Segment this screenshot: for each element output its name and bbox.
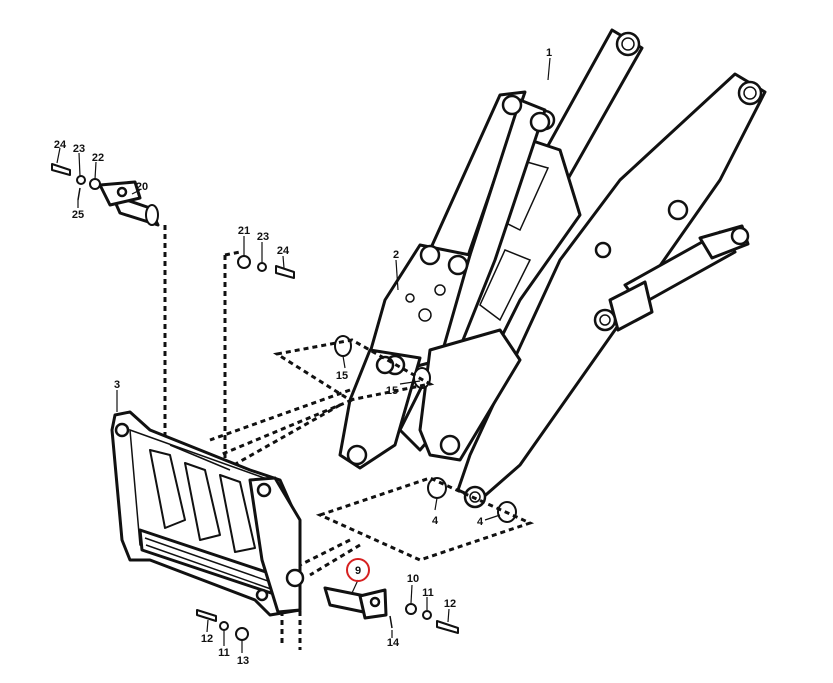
lower-link	[338, 328, 522, 509]
callout-24-top: 24	[54, 139, 67, 151]
callout-15-lower: 15	[386, 385, 398, 397]
tilt-linkage	[366, 90, 551, 374]
callout-15-upper: 15	[336, 370, 348, 382]
pin-9-assembly	[323, 586, 459, 634]
callout-14: 14	[387, 637, 400, 649]
callout-12-right: 12	[444, 598, 456, 610]
callout-11-left: 11	[218, 647, 230, 659]
callout-9: 9	[355, 565, 361, 577]
callout-labels: 1 2 3 15 15 4 4 9 10 11 12 14 12 11 13 2…	[54, 47, 552, 667]
leader-lines	[56, 57, 551, 653]
callout-3: 3	[114, 379, 120, 391]
quick-coupler	[110, 410, 305, 617]
callout-23-mid: 23	[257, 231, 269, 243]
callout-13: 13	[237, 655, 249, 667]
pin-20-assembly	[51, 163, 160, 227]
bolt-set-upper	[237, 255, 295, 279]
assembly-guide-lines	[163, 225, 535, 650]
callout-4-left: 4	[432, 515, 439, 527]
callout-25: 25	[72, 209, 84, 221]
callout-20: 20	[136, 181, 148, 193]
callout-21: 21	[238, 225, 250, 237]
callout-22: 22	[92, 152, 104, 164]
callout-12-left: 12	[201, 633, 213, 645]
callout-10: 10	[407, 573, 419, 585]
callout-1: 1	[546, 47, 552, 59]
hydraulic-cylinder	[593, 224, 750, 332]
callout-2: 2	[393, 249, 399, 261]
callout-24-mid: 24	[277, 245, 290, 257]
callout-23-top: 23	[73, 143, 85, 155]
callout-11-right: 11	[422, 587, 434, 599]
callout-4-right: 4	[477, 516, 484, 528]
highlight-circle	[346, 558, 370, 582]
seal-rings	[334, 335, 517, 523]
